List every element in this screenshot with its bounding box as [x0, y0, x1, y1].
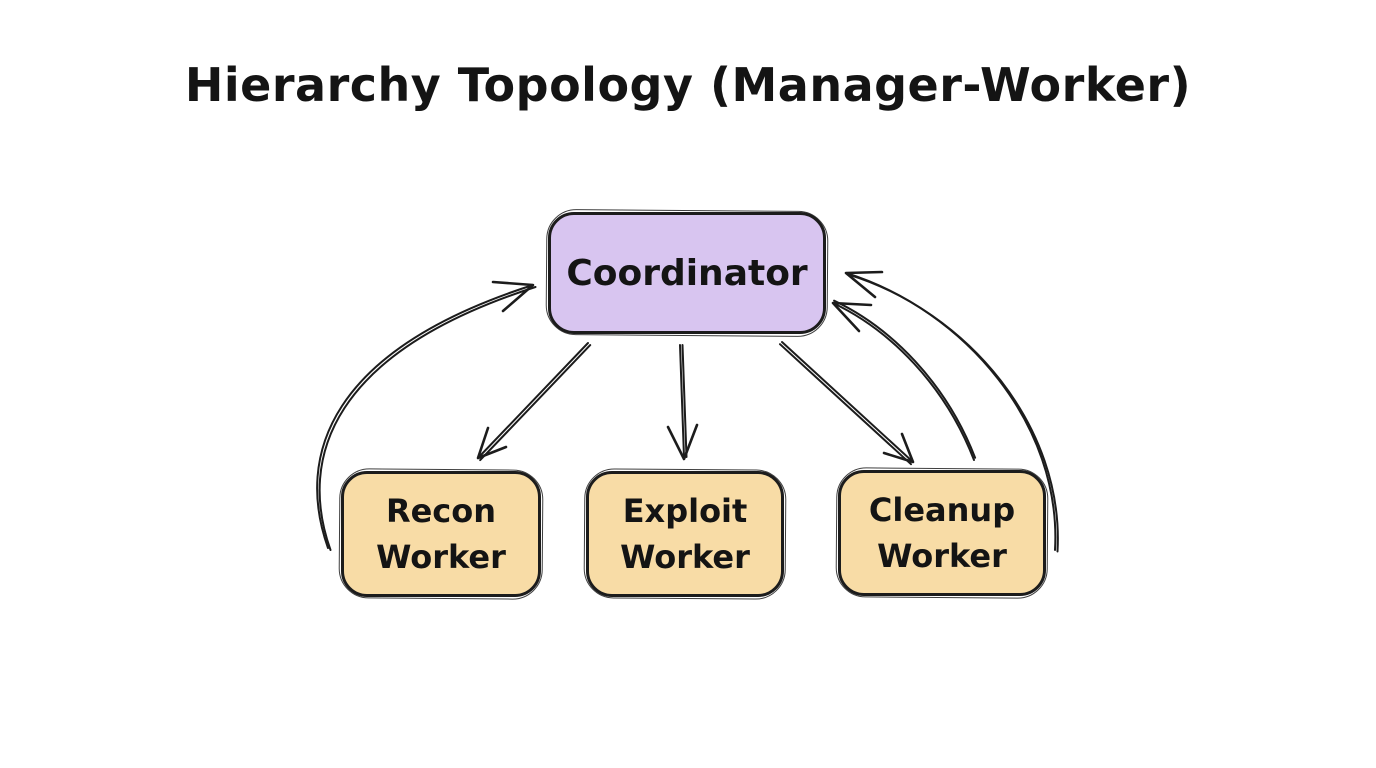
- arrow-curve: [316, 284, 534, 549]
- node-cleanup-worker-label: Cleanup Worker: [868, 490, 1016, 575]
- node-exploit-worker: Exploit Worker: [586, 471, 784, 597]
- arrow-curve-sketch: [318, 286, 537, 551]
- edge-recon-worker-to-coordinator: [316, 280, 537, 551]
- diagram-title: Hierarchy Topology (Manager-Worker): [184, 58, 1192, 112]
- arrow-line: [781, 341, 914, 463]
- arrowhead-icon: [476, 426, 508, 460]
- edge-coordinator-to-cleanup-worker: [779, 341, 915, 466]
- node-cleanup-worker: Cleanup Worker: [838, 470, 1046, 596]
- node-recon-worker-label: Recon Worker: [376, 491, 506, 576]
- arrow-curve: [832, 302, 975, 461]
- arrow-curve-sketch: [833, 299, 977, 459]
- node-coordinator: Coordinator: [548, 212, 826, 334]
- arrow-line-sketch: [479, 344, 592, 462]
- arrowhead-icon: [666, 423, 699, 461]
- arrowhead-icon: [491, 280, 535, 313]
- arrow-line: [477, 342, 589, 459]
- edge-cleanup-worker-to-coordinator-outer: [844, 270, 1059, 553]
- node-coordinator-label: Coordinator: [566, 252, 808, 294]
- edge-coordinator-to-recon-worker: [476, 342, 592, 462]
- arrowhead-icon: [882, 432, 915, 464]
- edge-coordinator-to-exploit-worker: [666, 344, 699, 461]
- arrow-line-sketch: [779, 343, 912, 466]
- node-recon-worker: Recon Worker: [341, 471, 541, 597]
- arrow-line: [679, 344, 685, 458]
- edge-cleanup-worker-to-coordinator-inner: [831, 299, 977, 461]
- arrow-curve-sketch: [847, 273, 1059, 553]
- arrowhead-icon: [844, 270, 884, 299]
- node-exploit-worker-label: Exploit Worker: [620, 491, 750, 576]
- arrowhead-icon: [831, 301, 873, 333]
- arrow-line-sketch: [681, 344, 688, 458]
